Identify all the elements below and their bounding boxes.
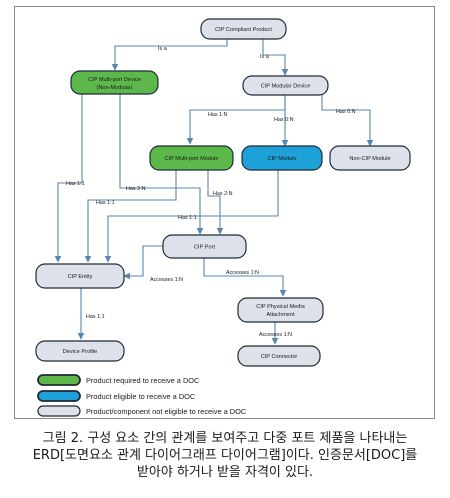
edge-label: Has 2:N bbox=[213, 191, 233, 197]
svg-text:CIP Physical Media: CIP Physical Media bbox=[256, 304, 305, 310]
svg-text:CIP Multi-port Device: CIP Multi-port Device bbox=[88, 77, 141, 83]
legend-swatch-green bbox=[37, 374, 81, 386]
edge-label: Has 1:N bbox=[208, 112, 228, 118]
legend-swatch-grey bbox=[37, 405, 81, 417]
legend-swatch-blue bbox=[37, 390, 81, 402]
svg-text:CIP Multi-port Module: CIP Multi-port Module bbox=[165, 156, 219, 162]
edge-multiport-to-entity bbox=[54, 94, 83, 263]
edge-product-to-modular bbox=[262, 39, 289, 76]
node-cip-module: CIP Module bbox=[241, 145, 323, 171]
edge-modular-to-noncip-module bbox=[321, 95, 374, 147]
edge-label: Has 0:N bbox=[336, 109, 356, 115]
edge-label: Accesses 1:N bbox=[226, 270, 259, 276]
legend-item-eligible: Product eligible to receive a DOC bbox=[37, 390, 196, 402]
diagram-frame bbox=[14, 6, 435, 419]
edge-label: Has 1:1 bbox=[66, 181, 85, 187]
edge-module-to-port bbox=[207, 170, 224, 235]
node-non-cip-module: Non-CIP Module bbox=[329, 145, 411, 171]
edges bbox=[54, 39, 374, 345]
edge-label: Accesses 1:N bbox=[150, 277, 183, 283]
edge-port-to-entity bbox=[123, 245, 163, 280]
edge-label: Accesses 1:N bbox=[259, 332, 292, 338]
edge-label: Has 1:1 bbox=[86, 314, 105, 320]
svg-text:CIP Port: CIP Port bbox=[194, 245, 215, 251]
edge-cipmodule-to-entity bbox=[104, 170, 279, 263]
node-multiport-module: CIP Multi-port Module bbox=[149, 145, 234, 171]
svg-text:Attachment: Attachment bbox=[266, 312, 295, 318]
svg-text:Non-CIP Module: Non-CIP Module bbox=[349, 156, 390, 162]
edge-labels: Is a Is a Has 1:N Has 0:N Has 0:N Has 1:… bbox=[66, 46, 356, 338]
node-cip-port: CIP Port bbox=[162, 234, 247, 259]
figure-caption: 그림 2. 구성 요소 간의 관계를 보여주고 다중 포트 제품을 나타내는 E… bbox=[0, 430, 450, 481]
caption-line: 받아야 하거나 받을 자격이 있다. bbox=[136, 465, 314, 480]
edge-label: Is a bbox=[158, 46, 167, 52]
svg-text:CIP Module: CIP Module bbox=[267, 156, 296, 162]
legend-item-not-eligible: Product/component not eligible to receiv… bbox=[37, 405, 247, 417]
node-cip-connector: CIP Connector bbox=[237, 345, 321, 367]
edge-multiport-to-port bbox=[119, 94, 204, 235]
svg-text:(Non-Modular): (Non-Modular) bbox=[96, 85, 132, 91]
erd-diagram: Is a Is a Has 1:N Has 0:N Has 0:N Has 1:… bbox=[35, 18, 411, 417]
edge-port-to-media bbox=[203, 258, 287, 297]
svg-text:CIP Compliant Product: CIP Compliant Product bbox=[215, 27, 272, 33]
edge-label: Has 1:1 bbox=[178, 215, 197, 221]
svg-text:CIP Connector: CIP Connector bbox=[261, 354, 298, 360]
legend: Product required to receive a DOC Produc… bbox=[37, 374, 247, 417]
node-cip-compliant-product: CIP Compliant Product bbox=[200, 18, 287, 40]
node-physical-media-attachment: CIP Physical Media Attachment bbox=[237, 297, 324, 323]
svg-text:CIP Modular Device: CIP Modular Device bbox=[261, 84, 311, 90]
edge-label: Is a bbox=[260, 54, 269, 60]
edge-modular-to-multiport-module bbox=[186, 95, 286, 145]
svg-text:Device Profile: Device Profile bbox=[63, 349, 98, 355]
node-device-profile: Device Profile bbox=[35, 340, 125, 362]
node-modular-device: CIP Modular Device bbox=[242, 75, 329, 96]
legend-item-required: Product required to receive a DOC bbox=[37, 374, 200, 386]
svg-text:Product eligible to receive a: Product eligible to receive a DOC bbox=[86, 392, 196, 401]
caption-line: ERD[도면요소 관계 다이어그래프 다이어그램]이다. 인증문서[DOC]를 bbox=[32, 448, 418, 463]
edge-label: Has 2:N bbox=[126, 186, 146, 192]
edge-label: Has 0:N bbox=[274, 117, 294, 123]
edge-product-to-multiport bbox=[111, 39, 228, 71]
node-cip-entity: CIP Entity bbox=[35, 263, 125, 289]
svg-text:CIP Entity: CIP Entity bbox=[68, 274, 93, 280]
edge-label: Has 1:1 bbox=[96, 200, 115, 206]
node-multiport-device: CIP Multi-port Device (Non-Modular) bbox=[70, 70, 159, 95]
svg-text:Product required to receive a: Product required to receive a DOC bbox=[86, 376, 200, 385]
caption-line: 그림 2. 구성 요소 간의 관계를 보여주고 다중 포트 제품을 나타내는 bbox=[42, 431, 408, 446]
svg-text:Product/component not eligible: Product/component not eligible to receiv… bbox=[86, 407, 247, 416]
edge-module-to-entity bbox=[84, 170, 177, 263]
